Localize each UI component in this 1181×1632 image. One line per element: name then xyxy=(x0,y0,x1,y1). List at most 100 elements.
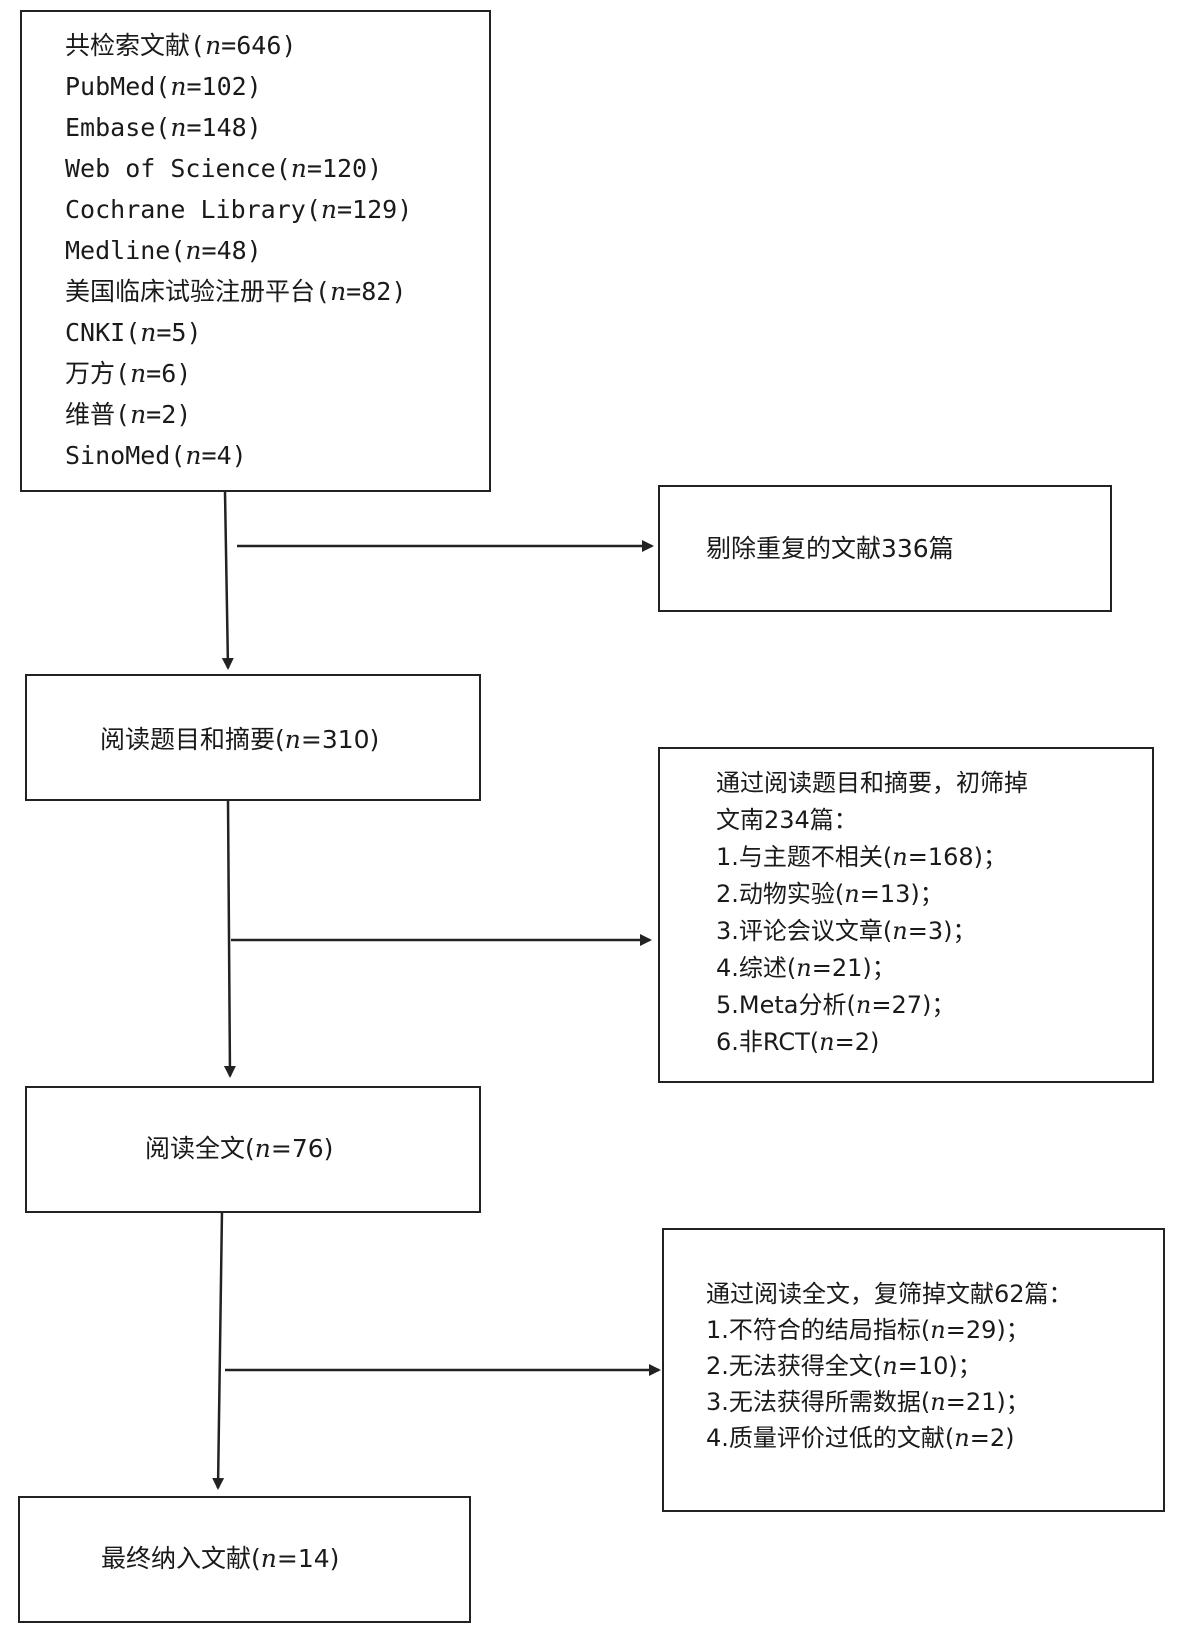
exclusion-screening-line: 3.评论会议文章(n=3)； xyxy=(716,913,976,949)
exclusion-fulltext-line-n: n xyxy=(930,1388,946,1416)
search-source-line-n: n xyxy=(140,318,157,347)
search-source-line-label: 万方( xyxy=(65,359,131,388)
fulltext-n: n xyxy=(254,1134,271,1163)
search-source-line-count: =82) xyxy=(346,277,407,306)
exclusion-fulltext-line-label: 1.不符合的结局指标( xyxy=(706,1316,931,1344)
exclusion-fulltext-line: 通过阅读全文，复筛掉文献62篇： xyxy=(706,1276,1073,1312)
search-source-line-count: =6) xyxy=(146,359,192,388)
search-source-line-label: CNKI( xyxy=(65,318,141,347)
exclusion-screening-line-n: n xyxy=(844,880,860,908)
search-source-line-label: 共检索文献( xyxy=(65,31,206,60)
search-source-line-label: Embase( xyxy=(65,113,171,142)
search-source-line-count: =2) xyxy=(146,400,192,429)
exclusion-fulltext-line: 3.无法获得所需数据(n=21)； xyxy=(706,1384,1030,1420)
title-abstract-label: 阅读题目和摘要( xyxy=(100,725,285,754)
search-source-line: PubMed(n=102) xyxy=(65,66,262,107)
exclusion-screening-line-count: =3)； xyxy=(907,917,977,945)
exclusion-screening-line-label: 6.非RCT( xyxy=(716,1028,820,1056)
exclusion-screening-line-n: n xyxy=(892,843,908,871)
search-source-line-n: n xyxy=(205,31,222,60)
search-source-line-n: n xyxy=(185,236,202,265)
search-source-line: Cochrane Library(n=129) xyxy=(65,189,412,230)
search-source-line-n: n xyxy=(170,72,187,101)
title-abstract-text: 阅读题目和摘要(n=310) xyxy=(100,719,379,760)
dedup-text: 剔除重复的文献336篇 xyxy=(706,534,954,563)
exclusion-screening-line-label: 文南234篇： xyxy=(716,806,858,834)
search-source-line: Embase(n=148) xyxy=(65,107,262,148)
exclusion-screening-line: 5.Meta分析(n=27)； xyxy=(716,987,955,1023)
search-source-line-n: n xyxy=(330,277,347,306)
exclusion-screening-line-count: =13)； xyxy=(859,880,944,908)
exclusion-screening-line: 4.综述(n=21)； xyxy=(716,950,896,986)
final-count: =14) xyxy=(276,1544,340,1573)
search-source-line: 美国临床试验注册平台(n=82) xyxy=(65,271,406,312)
search-source-line-count: =129) xyxy=(336,195,413,224)
final-label: 最终纳入文献( xyxy=(101,1544,261,1573)
exclusion-screening-line-label: 1.与主题不相关( xyxy=(716,843,893,871)
search-source-line: SinoMed(n=4) xyxy=(65,435,247,476)
exclusion-fulltext-line-count: =2) xyxy=(969,1424,1015,1452)
exclusion-fulltext-line: 4.质量评价过低的文献(n=2) xyxy=(706,1420,1014,1456)
search-source-line-label: 维普( xyxy=(65,400,131,429)
arrow-search-to-screening xyxy=(221,491,234,670)
exclusion-screening-line-n: n xyxy=(796,954,812,982)
exclusion-screening-line-label: 5.Meta分析( xyxy=(716,991,856,1019)
fulltext-text: 阅读全文(n=76) xyxy=(145,1128,333,1169)
search-source-line-n: n xyxy=(185,441,202,470)
search-source-line-n: n xyxy=(130,400,147,429)
exclusion-fulltext-line-n: n xyxy=(882,1352,898,1380)
search-source-line-label: SinoMed( xyxy=(65,441,186,470)
search-source-line-n: n xyxy=(320,195,337,224)
search-source-line-count: =148) xyxy=(186,113,262,142)
search-source-line: 维普(n=2) xyxy=(65,394,191,435)
exclusion-screening-line: 通过阅读题目和摘要，初筛掉 xyxy=(716,765,1028,801)
exclusion-screening-line-count: =21)； xyxy=(811,954,896,982)
search-source-line-count: =120) xyxy=(306,154,383,183)
exclusion-fulltext-box: 通过阅读全文，复筛掉文献62篇：1.不符合的结局指标(n=29)；2.无法获得全… xyxy=(662,1228,1165,1512)
title-abstract-box: 阅读题目和摘要(n=310) xyxy=(25,674,481,801)
search-source-line-count: =48) xyxy=(201,236,262,265)
dedup-box: 剔除重复的文献336篇 xyxy=(658,485,1112,612)
search-source-line: CNKI(n=5) xyxy=(65,312,202,353)
exclusion-screening-line-label: 通过阅读题目和摘要，初筛掉 xyxy=(716,769,1028,797)
exclusion-screening-line: 2.动物实验(n=13)； xyxy=(716,876,944,912)
search-source-line-label: Medline( xyxy=(65,236,186,265)
exclusion-screening-box: 通过阅读题目和摘要，初筛掉文南234篇：1.与主题不相关(n=168)；2.动物… xyxy=(658,747,1154,1083)
exclusion-fulltext-line-count: =29)； xyxy=(945,1316,1030,1344)
exclusion-fulltext-line: 1.不符合的结局指标(n=29)； xyxy=(706,1312,1030,1348)
exclusion-screening-line-label: 2.动物实验( xyxy=(716,880,845,908)
search-source-line-label: Web of Science( xyxy=(65,154,291,183)
arrow-fulltext-to-final xyxy=(212,1209,225,1490)
search-sources-box: 共检索文献(n=646)PubMed(n=102)Embase(n=148)We… xyxy=(20,10,491,492)
exclusion-screening-line-n: n xyxy=(819,1028,835,1056)
fulltext-box: 阅读全文(n=76) xyxy=(25,1086,481,1213)
exclusion-screening-line: 6.非RCT(n=2) xyxy=(716,1024,879,1060)
search-source-line: Web of Science(n=120) xyxy=(65,148,382,189)
search-source-line-count: =646) xyxy=(221,31,297,60)
exclusion-screening-line-n: n xyxy=(855,991,872,1019)
fulltext-label: 阅读全文( xyxy=(145,1134,255,1163)
exclusion-fulltext-line-count: =10)； xyxy=(897,1352,982,1380)
search-source-line-count: =102) xyxy=(186,72,262,101)
final-n: n xyxy=(260,1544,277,1573)
search-source-line: 万方(n=6) xyxy=(65,353,191,394)
exclusion-fulltext-line-label: 2.无法获得全文( xyxy=(706,1352,883,1380)
exclusion-screening-line: 1.与主题不相关(n=168)； xyxy=(716,839,1007,875)
exclusion-screening-line-n: n xyxy=(892,917,908,945)
exclusion-screening-line-count: =27)； xyxy=(871,991,956,1019)
fulltext-count: =76) xyxy=(270,1134,334,1163)
search-source-line-label: 美国临床试验注册平台( xyxy=(65,277,331,306)
search-source-line-n: n xyxy=(130,359,147,388)
exclusion-fulltext-line-n: n xyxy=(930,1316,946,1344)
search-source-line-count: =4) xyxy=(201,441,247,470)
exclusion-fulltext-line: 2.无法获得全文(n=10)； xyxy=(706,1348,982,1384)
final-included-text: 最终纳入文献(n=14) xyxy=(101,1538,339,1579)
exclusion-fulltext-line-label: 通过阅读全文，复筛掉文献62篇： xyxy=(706,1280,1073,1308)
search-source-line-n: n xyxy=(290,154,307,183)
exclusion-fulltext-line-n: n xyxy=(954,1424,970,1452)
search-source-line: Medline(n=48) xyxy=(65,230,262,271)
arrow-screening-to-fulltext xyxy=(223,799,236,1078)
exclusion-fulltext-line-label: 4.质量评价过低的文献( xyxy=(706,1424,955,1452)
exclusion-screening-line-count: =168)； xyxy=(907,843,1008,871)
